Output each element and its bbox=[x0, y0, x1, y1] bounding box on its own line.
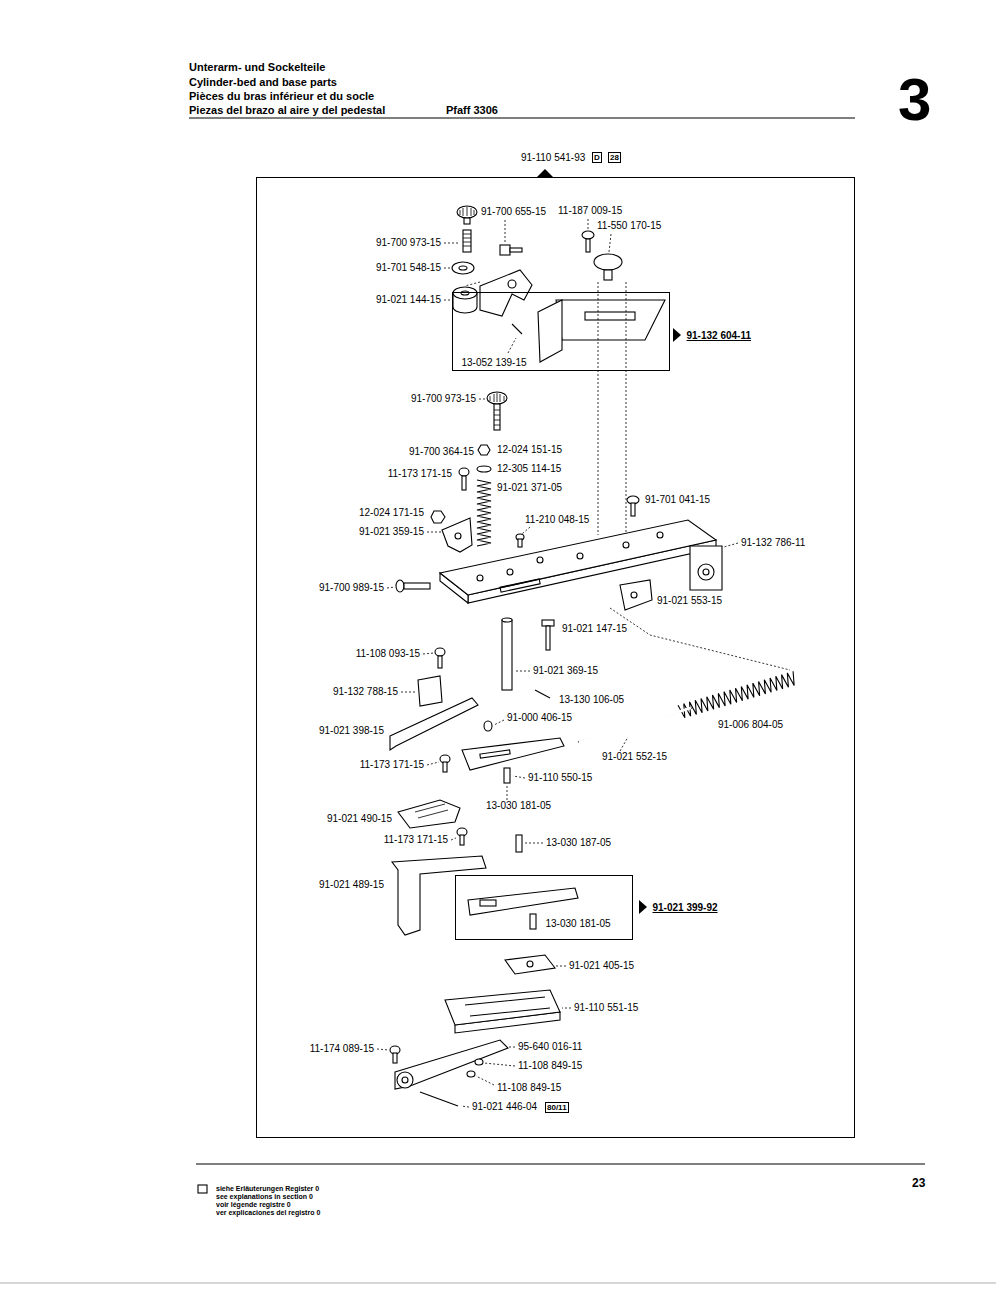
part-number: 11-108 849-15 bbox=[497, 1082, 561, 1094]
footnote-text: ver explicaciones del registro 0 bbox=[216, 1209, 320, 1217]
part-number: 91-006 804-05 bbox=[718, 719, 783, 731]
part-number: 91-700 364-15 bbox=[409, 446, 474, 458]
part-number: 91-000 406-15 bbox=[507, 712, 572, 724]
part-number: 91-701 041-15 bbox=[645, 494, 710, 506]
footnote-text: voir légende registre 0 bbox=[216, 1201, 291, 1209]
footnote-text: siehe Erläuterungen Register 0 bbox=[216, 1185, 319, 1193]
part-number: 91-021 490-15 bbox=[327, 813, 392, 825]
part-number: 13-030 187-05 bbox=[546, 837, 611, 849]
part-number: 91-700 973-15 bbox=[411, 393, 476, 405]
part-number: 13-030 181-05 bbox=[486, 800, 551, 812]
part-number: 12-024 171-15 bbox=[359, 507, 424, 519]
boxed-symbol: 80/11 bbox=[545, 1102, 569, 1113]
assembly-number: 91-132 604-11 bbox=[687, 330, 752, 342]
header-text: Pfaff 3306 bbox=[446, 104, 498, 117]
part-number: 91-021 144-15 bbox=[376, 294, 441, 306]
part-number: 11-187 009-15 bbox=[558, 205, 622, 217]
part-number: 11-173 171-15 bbox=[360, 759, 424, 771]
part-number: 13-030 181-05 bbox=[546, 918, 611, 930]
footnote-text: see explanations in section 0 bbox=[216, 1193, 313, 1201]
part-number: 91-021 369-15 bbox=[533, 665, 598, 677]
part-number: 91-021 553-15 bbox=[657, 595, 722, 607]
part-number: 91-021 371-05 bbox=[497, 482, 562, 494]
part-number: 91-021 446-04 bbox=[472, 1101, 537, 1113]
part-number: 91-021 147-15 bbox=[562, 623, 627, 635]
part-number: 91-700 655-15 bbox=[481, 206, 546, 218]
assembly-frame: 91-110 541-9391-132 604-1113-052 139-159… bbox=[256, 177, 855, 1138]
part-number: 91-700 989-15 bbox=[319, 582, 384, 594]
part-number: 91-132 786-11 bbox=[741, 537, 805, 549]
part-number: 11-210 048-15 bbox=[525, 514, 589, 526]
part-number: 91-110 551-15 bbox=[574, 1002, 638, 1014]
part-number: 91-700 973-15 bbox=[376, 237, 441, 249]
part-number: 11-108 849-15 bbox=[518, 1060, 582, 1072]
subassembly-box: 91-132 604-1113-052 139-15 bbox=[452, 292, 670, 371]
part-number: 11-173 171-15 bbox=[384, 834, 448, 846]
page-number: 23 bbox=[912, 1176, 925, 1190]
part-number: 13-052 139-15 bbox=[462, 357, 527, 369]
page-title: Unterarm- und Sockelteile bbox=[189, 61, 325, 74]
part-number: 11-174 089-15 bbox=[310, 1043, 374, 1055]
assembly-number: 91-021 399-92 bbox=[653, 902, 718, 914]
boxed-symbol: D bbox=[592, 152, 602, 163]
part-number: 11-108 093-15 bbox=[356, 648, 420, 660]
subassembly-box: 91-021 399-9213-030 181-05 bbox=[455, 875, 633, 940]
header-text: Pièces du bras inférieur et du socle bbox=[189, 90, 374, 103]
part-number: 91-021 405-15 bbox=[569, 960, 634, 972]
part-number: 95-640 016-11 bbox=[518, 1041, 582, 1053]
part-number: 91-021 398-15 bbox=[319, 725, 384, 737]
part-number: 12-024 151-15 bbox=[497, 444, 562, 456]
part-number: 11-550 170-15 bbox=[597, 220, 661, 232]
part-number: 11-173 171-15 bbox=[388, 468, 452, 480]
part-number: 13-130 106-05 bbox=[559, 694, 624, 706]
part-number: 91-110 550-15 bbox=[528, 772, 592, 784]
part-number: 91-021 489-15 bbox=[319, 879, 384, 891]
header-text: Piezas del brazo al aire y del pedestal bbox=[189, 104, 385, 117]
part-number: 91-021 552-15 bbox=[602, 751, 667, 763]
assembly-number: 91-110 541-93 bbox=[521, 152, 585, 164]
part-number: 91-132 788-15 bbox=[333, 686, 398, 698]
part-number: 91-701 548-15 bbox=[376, 262, 441, 274]
section-number: 3 bbox=[898, 69, 931, 131]
boxed-symbol: 28 bbox=[608, 152, 621, 163]
part-number: 12-305 114-15 bbox=[497, 463, 561, 475]
header-text: Cylinder-bed and base parts bbox=[189, 76, 337, 89]
part-number: 91-021 359-15 bbox=[359, 526, 424, 538]
